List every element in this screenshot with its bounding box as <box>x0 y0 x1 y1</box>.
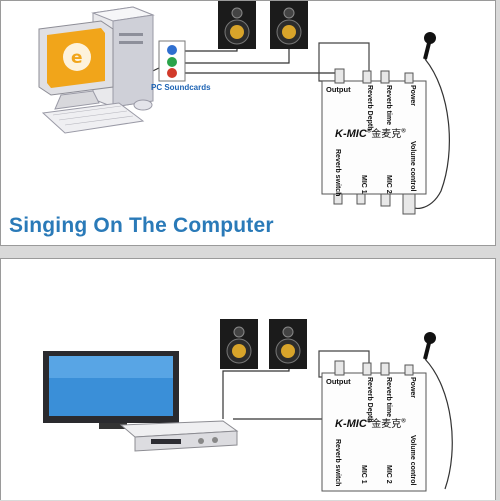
line-in-jack-icon <box>167 45 177 55</box>
brand-logo: K-MIC®金麦克® <box>335 415 406 430</box>
microphone-icon <box>423 332 436 360</box>
brand-latin: K-MIC <box>335 128 367 140</box>
brand-chinese: 金麦克 <box>371 419 402 430</box>
computer-setup-panel: e <box>0 0 496 246</box>
speaker-icon <box>269 319 307 369</box>
power-label: Power <box>409 377 416 399</box>
soundcard-jacks <box>158 40 186 82</box>
volume-control-label: Volume control <box>409 141 416 192</box>
tv-setup-panel: Output Reverb Depth Reverb time Power Re… <box>0 258 496 500</box>
amplifier-icon <box>119 420 239 452</box>
mic1-label: MIC 1 <box>360 175 367 194</box>
reverb-switch-label: Reverb switch <box>334 439 341 487</box>
speaker-icon <box>220 319 258 369</box>
speaker-icon <box>270 1 308 49</box>
reverb-depth-label: Reverb Depth <box>366 85 373 131</box>
reverb-time-label: Reverb time <box>385 377 392 418</box>
brand-registered-2: ® <box>401 128 406 135</box>
mic1-label: MIC 1 <box>360 465 367 484</box>
karaoke-mixer-icon <box>321 68 427 215</box>
power-label: Power <box>409 85 416 107</box>
volume-control-label: Volume control <box>409 435 416 486</box>
svg-text:e: e <box>71 48 83 68</box>
brand-logo: K-MIC®金麦克® <box>335 125 406 140</box>
computer-icon: e <box>38 6 155 134</box>
output-label: Output <box>326 377 351 386</box>
computer-setup-diagram: e <box>38 1 450 215</box>
brand-latin: K-MIC <box>335 418 367 430</box>
mic2-label: MIC 2 <box>385 175 392 194</box>
mic-in-jack-icon <box>167 68 177 78</box>
soundcard-label: PC Soundcards <box>151 83 211 92</box>
brand-chinese: 金麦克 <box>371 129 402 140</box>
section-heading: Singing On The Computer <box>9 214 274 237</box>
karaoke-mixer-icon <box>321 360 427 492</box>
tv-setup-diagram <box>43 319 453 492</box>
tv-icon <box>43 351 179 429</box>
brand-registered: ® <box>366 128 372 135</box>
mic2-label: MIC 2 <box>385 465 392 484</box>
output-label: Output <box>326 85 351 94</box>
line-out-jack-icon <box>167 57 177 67</box>
brand-registered: ® <box>366 418 372 425</box>
speaker-icon <box>218 1 256 49</box>
microphone-icon <box>423 32 436 60</box>
reverb-switch-label: Reverb switch <box>334 149 341 197</box>
brand-registered-2: ® <box>401 418 406 425</box>
reverb-time-label: Reverb time <box>385 85 392 126</box>
